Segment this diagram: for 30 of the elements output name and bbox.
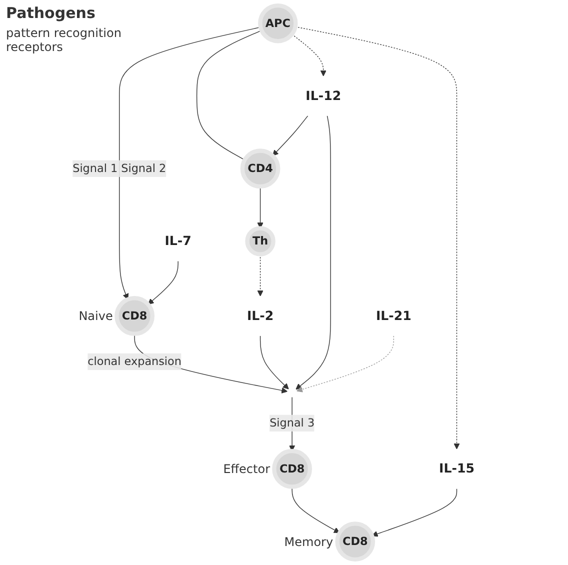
annotation-label: Pathogens [6, 4, 96, 22]
arrow [294, 26, 460, 450]
arrow [296, 115, 331, 390]
node-circle: CD8 [272, 448, 312, 489]
cell-stage-label: Naive [78, 308, 113, 323]
node-circle: Th [245, 226, 276, 256]
arrow [148, 260, 178, 305]
edge-label: Signal 1 Signal 2 [72, 162, 166, 175]
cell-stage-label: Effector [223, 462, 270, 476]
node-text: IL-12 [306, 88, 342, 104]
node-circle: CD4 [240, 148, 280, 189]
node-text: IL-2 [246, 308, 274, 324]
annotation-label: pattern recognition receptors [6, 26, 122, 54]
arrow [119, 26, 261, 300]
arrow [296, 336, 394, 392]
arrow [272, 115, 308, 156]
node-circle: APC [258, 3, 298, 44]
arrow [260, 336, 289, 390]
edge-label: Signal 3 [270, 416, 315, 430]
node-text: IL-7 [164, 234, 192, 249]
arrow [257, 186, 264, 228]
node-circle: CD8 [114, 296, 154, 336]
cell-stage-label: Memory [284, 534, 334, 549]
edge-label: clonal expansion [88, 354, 182, 368]
connector [196, 30, 262, 160]
arrow [372, 488, 458, 537]
node-circle: CD8 [335, 522, 376, 562]
arrow [292, 34, 326, 76]
node-text: IL-15 [439, 462, 474, 476]
node-text: IL-21 [376, 308, 412, 324]
